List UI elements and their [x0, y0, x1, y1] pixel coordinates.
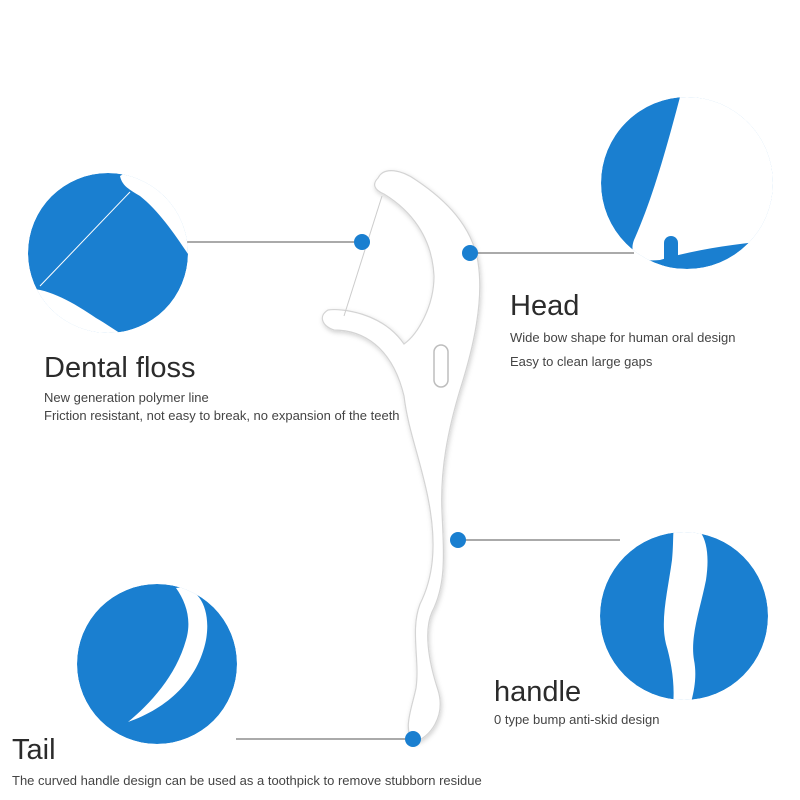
- handle-detail-circle: [600, 532, 768, 700]
- head-detail-circle: [601, 97, 773, 269]
- head-title: Head: [510, 290, 580, 322]
- dental-floss-line-1: New generation polymer line: [44, 390, 209, 405]
- dot-tail: [405, 731, 421, 747]
- callout-dots: [354, 234, 478, 747]
- dental-floss-title: Dental floss: [44, 352, 196, 384]
- dot-head: [462, 245, 478, 261]
- floss-string: [343, 195, 383, 317]
- dental-floss-detail-circle: [28, 173, 188, 333]
- tail-detail-circle: [77, 584, 237, 744]
- floss-pick-product: [321, 170, 481, 743]
- dental-floss-line-2: Friction resistant, not easy to break, n…: [44, 408, 400, 423]
- tail-line-1: The curved handle design can be used as …: [12, 773, 482, 788]
- head-line-2: Easy to clean large gaps: [510, 354, 653, 369]
- dot-handle: [450, 532, 466, 548]
- head-line-1: Wide bow shape for human oral design: [510, 330, 736, 345]
- handle-title: handle: [494, 676, 582, 708]
- handle-line-1: 0 type bump anti-skid design: [494, 712, 660, 727]
- floss-pick-body: [321, 170, 481, 743]
- tail-title: Tail: [12, 734, 56, 766]
- floss-pick-slot: [433, 344, 449, 388]
- leader-lines: [186, 241, 634, 740]
- dot-floss: [354, 234, 370, 250]
